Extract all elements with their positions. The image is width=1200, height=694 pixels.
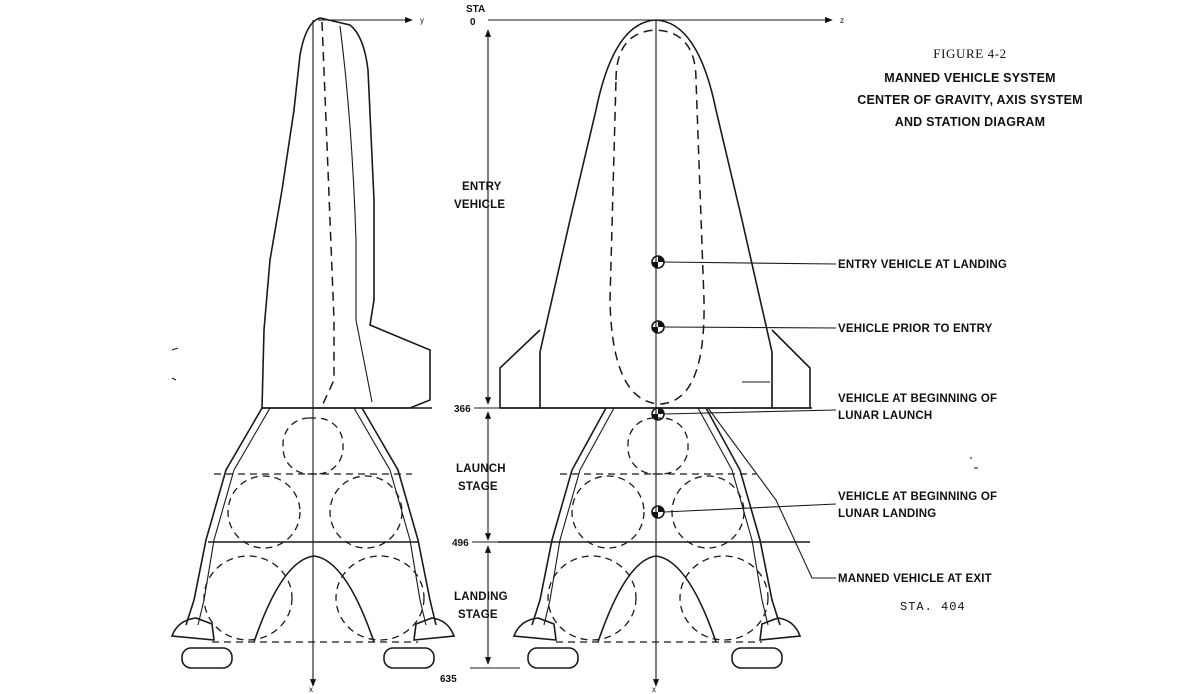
side-y-axis-label: y — [420, 16, 424, 25]
label-lunar-landing-2: LUNAR LANDING — [838, 508, 936, 520]
front-right-leg-inner — [697, 407, 769, 626]
front-launch-right-tank — [671, 475, 745, 549]
label-lunar-launch-2: LUNAR LAUNCH — [838, 410, 932, 422]
front-landing-arch — [597, 555, 717, 643]
side-view: y x — [170, 16, 456, 694]
leader-lunar-landing — [663, 503, 837, 513]
front-left-fin — [499, 329, 541, 409]
side-right-leg — [361, 407, 437, 626]
label-lunar-landing-1: VEHICLE AT BEGINNING OF — [838, 491, 997, 503]
station-header: STA — [466, 4, 485, 15]
side-launch-left-tank — [227, 475, 301, 549]
front-view: z x — [488, 16, 844, 694]
figure-title-line-1: MANNED VEHICLE SYSTEM — [884, 71, 1056, 85]
side-left-leg-inner — [197, 407, 271, 626]
side-right-footpad-upper — [413, 617, 456, 641]
label-lunar-launch-1: VEHICLE AT BEGINNING OF — [838, 393, 997, 405]
front-left-footpad — [527, 647, 579, 669]
side-landing-left-tank — [203, 555, 293, 641]
cg-marker-prior-to-entry — [651, 320, 665, 334]
station-635-label: 635 — [440, 674, 457, 685]
side-left-footpad-upper — [170, 617, 215, 641]
side-entry-dashed-profile — [321, 21, 335, 407]
cg-marker-entry-at-landing — [651, 255, 665, 269]
side-left-leg — [185, 407, 263, 626]
launch-label-1: LAUNCH — [456, 463, 506, 475]
side-right-leg-inner — [353, 407, 427, 626]
station-366-label: 366 — [454, 404, 471, 415]
front-right-footpad — [731, 647, 783, 669]
front-x-axis-label: x — [652, 685, 656, 694]
front-launch-upper-tank — [627, 417, 689, 475]
figure-title-line-3: AND STATION DIAGRAM — [895, 115, 1046, 129]
side-landing-arch — [253, 555, 375, 643]
leader-lunar-launch — [663, 409, 837, 415]
front-entry-dashed-cabin — [609, 29, 705, 405]
figure-number: FIGURE 4-2 — [933, 46, 1007, 61]
side-left-footpad — [181, 647, 233, 669]
label-entry-at-landing: ENTRY VEHICLE AT LANDING — [838, 259, 1007, 271]
landing-label-2: STAGE — [458, 609, 498, 621]
front-landing-left-tank — [547, 555, 637, 641]
side-right-footpad — [383, 647, 435, 669]
station-496-label: 496 — [452, 538, 469, 549]
side-entry-inner-line — [339, 25, 373, 403]
leader-entry-at-landing — [663, 261, 837, 265]
front-right-fin — [771, 329, 811, 409]
note-station-404: STA. 404 — [900, 600, 966, 614]
figure-title-block: FIGURE 4-2 MANNED VEHICLE SYSTEM CENTER … — [857, 46, 1082, 129]
front-left-footpad-upper — [512, 617, 557, 641]
front-right-footpad-upper — [759, 617, 802, 641]
station-scale: STA 0 366 496 635 ENTRY VEHICLE LAUNCH S… — [440, 4, 520, 685]
label-prior-to-entry: VEHICLE PRIOR TO ENTRY — [838, 323, 993, 335]
entry-label-1: ENTRY — [462, 181, 502, 193]
side-launch-right-tank — [329, 475, 403, 549]
leader-prior-to-entry — [663, 326, 837, 329]
landing-label-1: LANDING — [454, 591, 508, 603]
side-entry-vehicle-outline — [261, 17, 431, 409]
front-launch-left-tank — [571, 475, 645, 549]
side-x-axis-label: x — [309, 685, 313, 694]
entry-label-2: VEHICLE — [454, 199, 505, 211]
side-stray-mark-2 — [171, 377, 177, 381]
cg-marker-lunar-launch — [651, 407, 665, 421]
front-left-leg — [531, 407, 607, 626]
figure-title-line-2: CENTER OF GRAVITY, AXIS SYSTEM — [857, 93, 1082, 107]
cg-marker-lunar-landing — [651, 505, 665, 519]
side-landing-right-tank — [335, 555, 425, 641]
station-0-label: 0 — [470, 17, 476, 28]
front-z-axis-label: z — [840, 16, 844, 25]
front-left-leg-inner — [543, 407, 615, 626]
front-entry-vehicle-outline — [539, 19, 773, 409]
front-landing-right-tank — [679, 555, 769, 641]
launch-label-2: STAGE — [458, 481, 498, 493]
front-right-leg — [705, 407, 781, 626]
cg-labels: ENTRY VEHICLE AT LANDING VEHICLE PRIOR T… — [838, 259, 1007, 614]
label-at-exit: MANNED VEHICLE AT EXIT — [838, 573, 992, 585]
side-stray-mark-1 — [171, 347, 179, 351]
leader-at-exit — [707, 407, 836, 579]
